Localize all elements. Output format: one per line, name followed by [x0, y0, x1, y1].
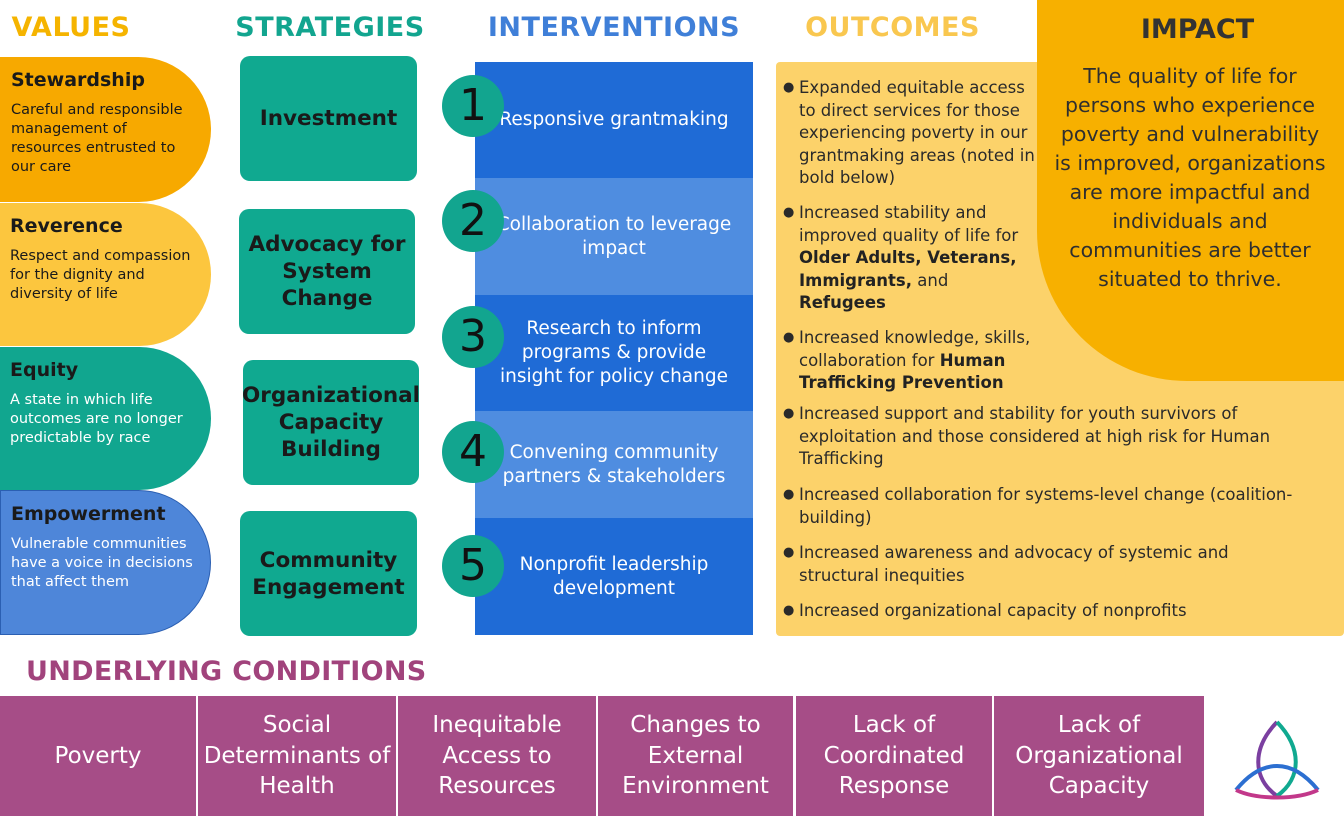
- outcome-text: Increased stability and improved quality…: [799, 203, 1019, 312]
- bullet-icon: ●: [783, 330, 795, 345]
- interventions-heading: INTERVENTIONS: [487, 12, 741, 43]
- intervention-box: Responsive grantmaking: [475, 62, 753, 178]
- impact-statement: The quality of life for persons who expe…: [1054, 64, 1326, 291]
- bullet-icon: ●: [783, 205, 795, 220]
- outcome-bold-text: Human Trafficking Prevention: [799, 350, 1006, 393]
- bullet-icon: ●: [783, 80, 795, 95]
- outcome-text: Increased collaboration for systems-leve…: [799, 485, 1293, 527]
- intervention-label: Research to inform programs & provide in…: [500, 318, 728, 387]
- strategy-investment: Investment: [240, 56, 417, 181]
- strategy-advocacy: Advocacy for System Change: [239, 209, 415, 334]
- impact-panel: [1037, 0, 1344, 381]
- strategy-capacity-building: Organizational Capacity Building: [242, 360, 420, 485]
- outcome-item: ● Increased organizational capacity of n…: [783, 600, 1303, 623]
- intervention-label: Nonprofit leadership development: [519, 553, 709, 599]
- condition-box: Poverty: [0, 696, 196, 816]
- value-stewardship: Stewardship Careful and responsible mana…: [0, 57, 211, 202]
- value-description: Vulnerable communities have a voice in d…: [11, 536, 193, 590]
- outcome-item: ● Increased awareness and advocacy of sy…: [783, 542, 1303, 587]
- value-description: A state in which life outcomes are no lo…: [10, 392, 183, 446]
- intervention-box: Convening community partners & stakehold…: [475, 411, 753, 518]
- intervention-box: Nonprofit leadership development: [475, 518, 753, 635]
- outcome-item: ● Increased collaboration for systems-le…: [783, 484, 1303, 529]
- outcome-text: Increased knowledge, skills, collaborati…: [799, 328, 1031, 393]
- intervention-label: Convening community partners & stakehold…: [502, 441, 726, 487]
- value-title: Empowerment: [11, 503, 166, 525]
- condition-box: Lack of Organizational Capacity: [994, 696, 1204, 816]
- value-title: Reverence: [10, 215, 123, 237]
- intervention-label: Responsive grantmaking: [499, 109, 729, 130]
- value-title: Equity: [10, 359, 79, 381]
- value-description: Respect and compassion for the dignity a…: [10, 248, 191, 302]
- outcome-text: Expanded equitable access to direct serv…: [799, 78, 1035, 187]
- condition-box: Social Determinants of Health: [198, 696, 396, 816]
- outcome-item: ● Increased stability and improved quali…: [783, 202, 1038, 315]
- outcome-text: Increased support and stability for yout…: [799, 404, 1271, 468]
- outcome-item: ● Increased knowledge, skills, collabora…: [783, 327, 1045, 395]
- trinity-knot-logo-icon: [1234, 720, 1320, 800]
- value-reverence: Reverence Respect and compassion for the…: [0, 203, 211, 346]
- underlying-conditions-heading: UNDERLYING CONDITIONS: [26, 656, 427, 687]
- bullet-icon: ●: [783, 406, 795, 421]
- intervention-box: Research to inform programs & provide in…: [475, 295, 753, 411]
- condition-box: Lack of Coordinated Response: [796, 696, 992, 816]
- outcome-item: ● Increased support and stability for yo…: [783, 403, 1303, 471]
- intervention-number-badge: 3: [442, 306, 504, 368]
- strategy-community-engagement: Community Engagement: [240, 511, 417, 636]
- values-heading: VALUES: [11, 12, 131, 43]
- outcome-bold-text: Older Adults, Veterans, Immigrants,: [799, 248, 1017, 290]
- intervention-number-badge: 1: [442, 75, 504, 137]
- condition-box: Inequitable Access to Resources: [398, 696, 596, 816]
- outcome-item: ● Expanded equitable access to direct se…: [783, 77, 1045, 190]
- bullet-icon: ●: [783, 487, 795, 502]
- intervention-number-badge: 4: [442, 421, 504, 483]
- bullet-icon: ●: [783, 545, 795, 560]
- condition-box: Changes to External Environment: [598, 696, 793, 816]
- value-equity: Equity A state in which life outcomes ar…: [0, 347, 211, 490]
- intervention-number-badge: 5: [442, 535, 504, 597]
- outcomes-heading: OUTCOMES: [805, 12, 980, 43]
- outcome-text: Increased awareness and advocacy of syst…: [799, 543, 1229, 585]
- intervention-label: Collaboration to leverage impact: [496, 213, 732, 259]
- impact-heading: IMPACT: [1140, 14, 1255, 45]
- intervention-number-badge: 2: [442, 190, 504, 252]
- strategies-heading: STRATEGIES: [235, 12, 425, 43]
- value-title: Stewardship: [11, 69, 145, 91]
- value-empowerment: Empowerment Vulnerable communities have …: [0, 490, 211, 635]
- bullet-icon: ●: [783, 603, 795, 618]
- value-description: Careful and responsible management of re…: [11, 102, 183, 175]
- intervention-box: Collaboration to leverage impact: [475, 178, 753, 295]
- outcome-text: Increased organizational capacity of non…: [799, 601, 1187, 620]
- outcome-bold-text: Refugees: [799, 293, 886, 312]
